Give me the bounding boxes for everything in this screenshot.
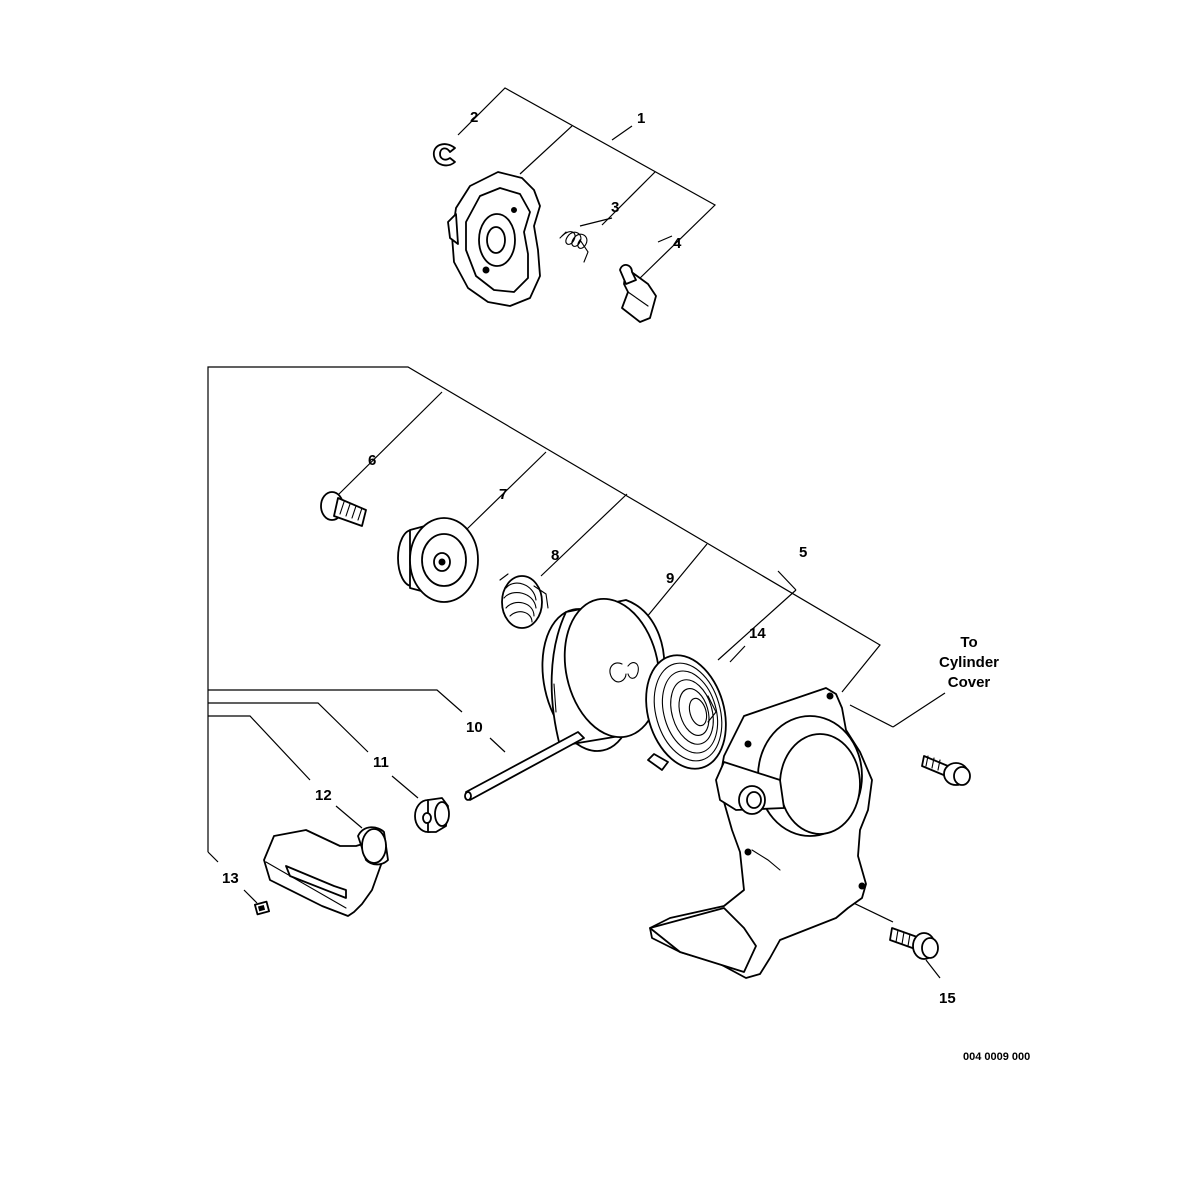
e-clip-icon xyxy=(433,143,456,167)
callout-13: 13 xyxy=(222,870,239,887)
spring-icon xyxy=(499,573,549,629)
callout-6: 6 xyxy=(368,452,376,469)
callout-5: 5 xyxy=(799,544,807,561)
bolt-icon xyxy=(889,927,939,960)
callout-15: 15 xyxy=(939,990,956,1007)
callout-10: 10 xyxy=(466,719,483,736)
callout-12: 12 xyxy=(315,787,332,804)
bolt-icon xyxy=(921,755,971,786)
screw-icon xyxy=(320,491,367,527)
pawl-icon xyxy=(619,264,657,323)
starter-case-icon xyxy=(649,687,873,979)
clip-icon xyxy=(254,900,270,916)
handle-icon xyxy=(263,826,389,917)
note-line-2: Cylinder xyxy=(939,654,999,671)
callout-2: 2 xyxy=(470,109,478,126)
grommet-icon xyxy=(414,797,450,833)
recoil-spring-icon xyxy=(645,654,727,771)
spring-icon xyxy=(559,231,589,263)
rope-icon xyxy=(464,731,585,801)
callout-7: 7 xyxy=(499,486,507,503)
callout-1: 1 xyxy=(637,110,645,127)
callout-labels: 1 2 3 4 5 6 7 8 9 10 11 12 13 14 15 xyxy=(222,109,956,1007)
reel-icon xyxy=(541,597,666,752)
note-line-1: To xyxy=(960,634,977,651)
ratchet-pulley-icon xyxy=(397,517,479,603)
callout-14: 14 xyxy=(749,625,766,642)
figure-reference: 004 0009 000 xyxy=(963,1051,1030,1063)
callout-8: 8 xyxy=(551,547,559,564)
callout-11: 11 xyxy=(373,754,389,771)
note-line-3: Cover xyxy=(948,674,991,691)
callout-3: 3 xyxy=(611,199,619,216)
callout-4: 4 xyxy=(673,235,682,252)
housing-plate-icon xyxy=(447,171,541,307)
callout-9: 9 xyxy=(666,570,674,587)
cylinder-cover-note: To Cylinder Cover xyxy=(939,634,999,691)
